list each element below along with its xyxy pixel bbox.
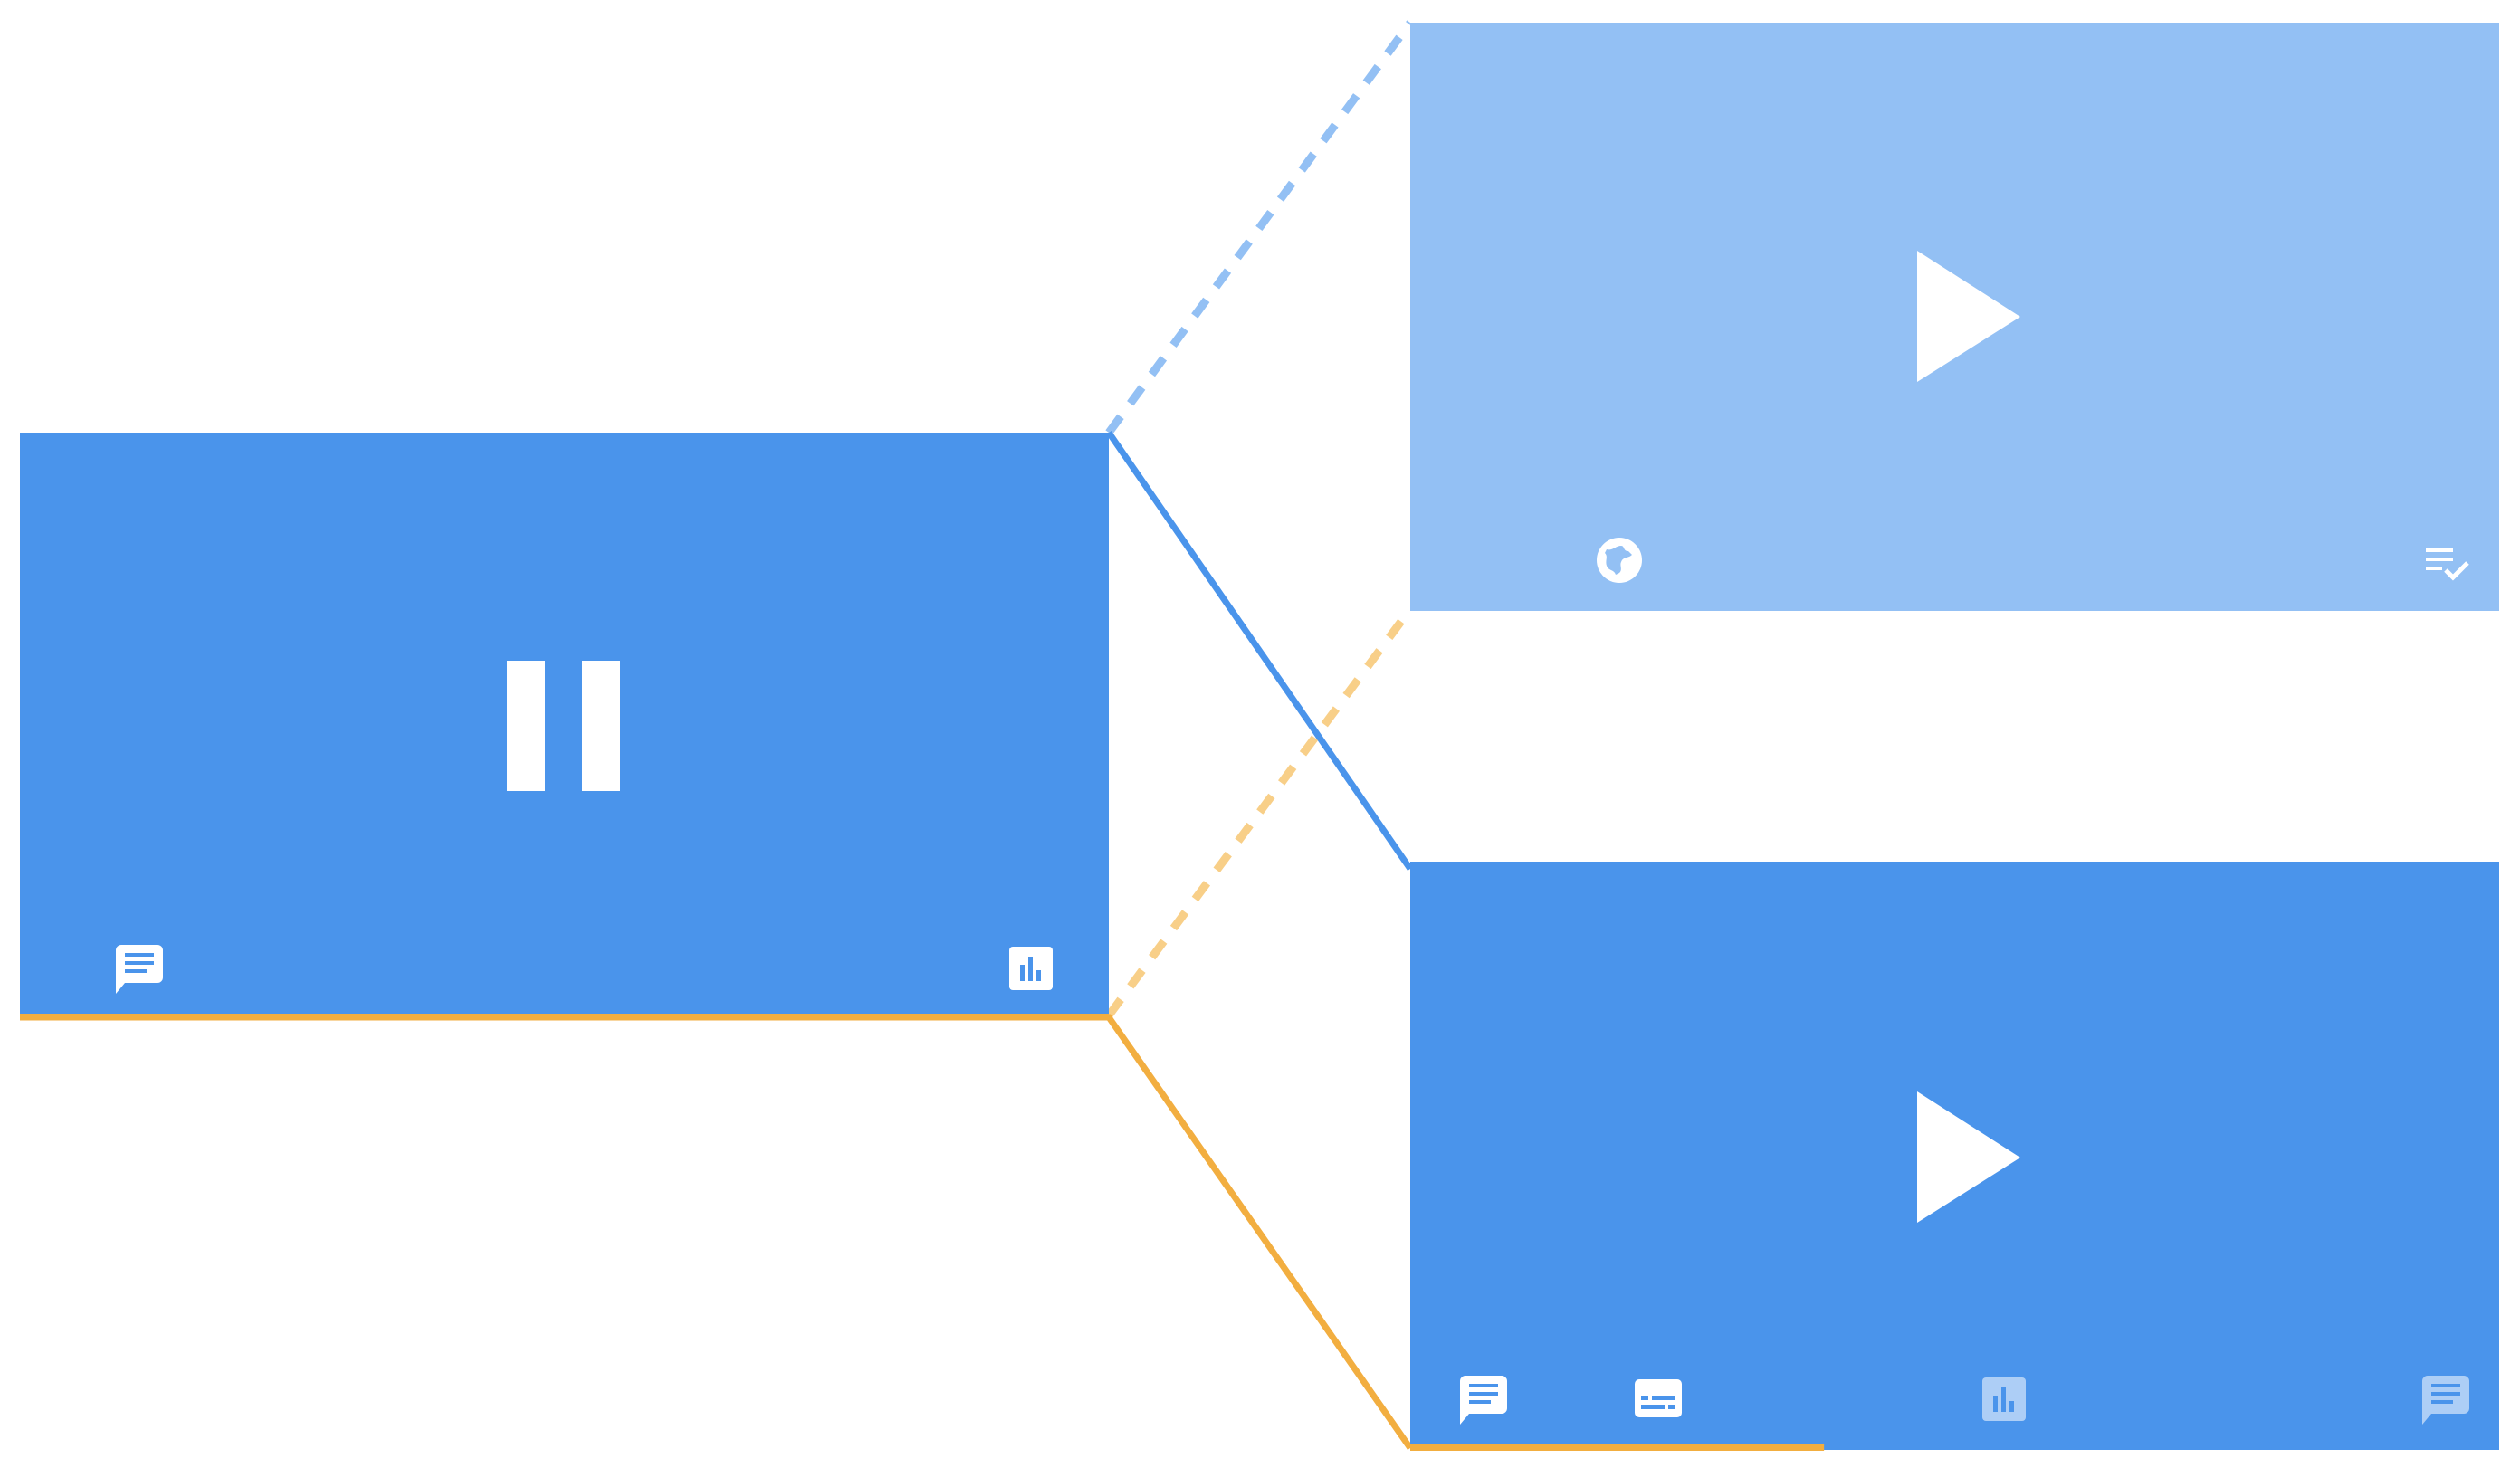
top-right-player[interactable]	[1410, 23, 2499, 611]
play-icon[interactable]	[1917, 251, 2020, 382]
chat-icon[interactable]	[1460, 1376, 1507, 1425]
connector-main-to-top-dashed-accent	[1105, 606, 1414, 1018]
chat-icon[interactable]	[116, 945, 163, 994]
connector-main-to-bottom-accent	[20, 1014, 1413, 1451]
main-progress-bar[interactable]	[20, 1014, 1109, 1020]
connector-main-to-bottom-solid	[1106, 431, 1413, 871]
playlist-check-icon[interactable]	[2426, 548, 2469, 581]
play-icon[interactable]	[1917, 1091, 2020, 1223]
main-player-screen[interactable]	[20, 433, 1109, 1015]
globe-icon[interactable]	[1597, 538, 1642, 583]
bar-chart-icon[interactable]	[1009, 947, 1053, 990]
bottom-right-player[interactable]	[1410, 862, 2499, 1451]
pause-icon[interactable]	[507, 661, 620, 791]
bar-chart-icon[interactable]	[1982, 1377, 2026, 1421]
subtitles-icon[interactable]	[1635, 1379, 1682, 1417]
connector-main-to-top-dashed	[1105, 20, 1414, 435]
main-player[interactable]	[20, 433, 1109, 1020]
chat-icon[interactable]	[2422, 1376, 2469, 1425]
bottom-right-progress-bar[interactable]	[1410, 1444, 1825, 1451]
